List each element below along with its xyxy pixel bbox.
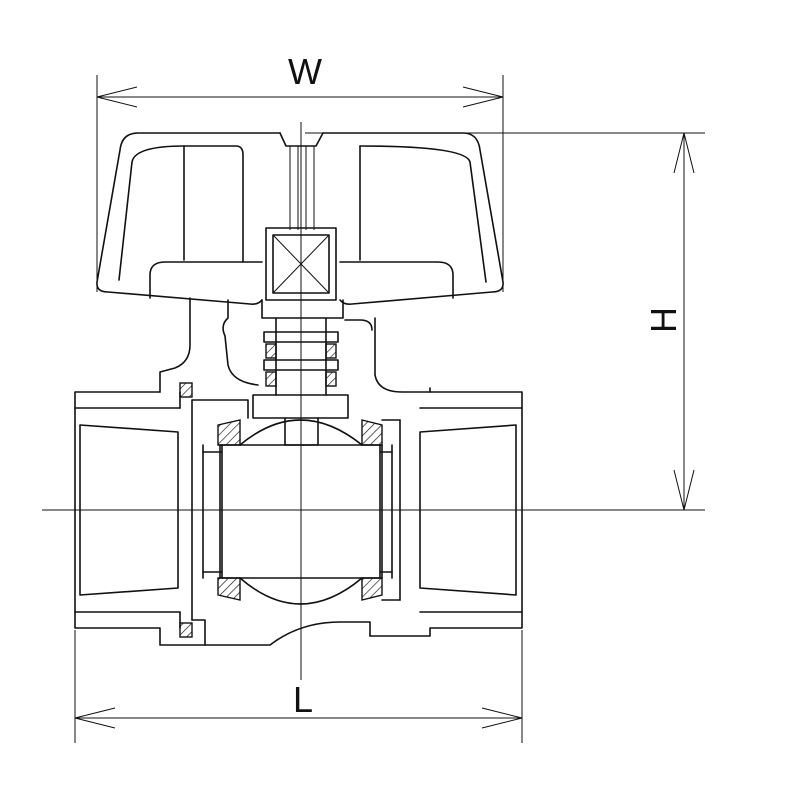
bonnet-left-profile xyxy=(159,297,191,393)
bonnet-right-profile xyxy=(374,317,431,393)
ball-bottom-arc xyxy=(239,577,363,605)
oring-2-right xyxy=(325,371,337,387)
handle xyxy=(96,132,504,305)
body-left-insert xyxy=(191,399,249,646)
body-left-end xyxy=(74,391,206,646)
seat-bottom-left xyxy=(217,577,241,601)
body-left-bore xyxy=(79,424,179,596)
oring-1-right xyxy=(325,343,337,359)
ball-top-arc xyxy=(239,419,363,446)
seat-top-right xyxy=(361,419,383,446)
body-right-thread-lines xyxy=(419,407,523,613)
ball-bore-right xyxy=(379,444,393,579)
seat-top-left xyxy=(217,419,241,446)
bonnet-right-shoulder xyxy=(344,319,373,331)
body-left-seal-bottom xyxy=(179,622,193,638)
stem-shaft xyxy=(275,317,327,396)
h-arrow-top xyxy=(673,132,695,174)
packing-ring-2 xyxy=(263,359,339,371)
dimension-l: L xyxy=(74,630,523,743)
seat-bottom-right xyxy=(361,577,383,601)
ball-bore-outline xyxy=(219,444,383,579)
dimension-w: W xyxy=(96,51,504,292)
dimension-h: H xyxy=(305,132,705,511)
valve-body xyxy=(74,382,523,646)
oring-2-left xyxy=(265,371,277,387)
body-left-thread-lines xyxy=(74,407,181,613)
w-label: W xyxy=(288,51,322,92)
body-right-end xyxy=(369,391,523,637)
handle-stem-notch xyxy=(279,132,324,147)
bonnet-left-inner xyxy=(222,299,259,386)
l-arrow-left xyxy=(74,707,116,729)
handle-right-lower-pad xyxy=(339,261,454,299)
body-right-bore xyxy=(419,424,517,596)
nut-inner xyxy=(272,234,330,294)
nut-cross-2 xyxy=(272,234,330,294)
ball-bore-left-ticks xyxy=(202,451,223,573)
handle-left-wing-outer xyxy=(96,132,281,305)
oring-1-left xyxy=(265,343,277,359)
handle-left-inner-outline xyxy=(183,145,244,263)
h-label: H xyxy=(643,307,684,333)
stem-collar xyxy=(261,299,344,319)
bonnet xyxy=(159,297,431,393)
l-arrow-right xyxy=(481,707,523,729)
w-arrow-right xyxy=(462,86,504,108)
body-left-seal-top xyxy=(179,382,193,398)
stem-nut xyxy=(265,227,337,301)
w-arrow-left xyxy=(96,86,138,108)
handle-right-wing-outer xyxy=(322,132,504,305)
handle-left-lower-pad xyxy=(149,261,263,299)
nut-outer xyxy=(265,227,337,301)
handle-right-inner-curve xyxy=(359,145,487,283)
body-bottom-profile xyxy=(204,621,371,646)
handle-left-inner-curve xyxy=(118,145,185,281)
l-label: L xyxy=(293,679,313,720)
packing-ring-1 xyxy=(263,331,339,343)
ball-bore-left xyxy=(202,444,223,579)
ball-bore-right-ticks xyxy=(379,451,393,573)
body-right-insert-lip xyxy=(381,419,401,601)
stem-packing xyxy=(252,299,349,446)
ball-assembly xyxy=(202,419,393,605)
stem-flange xyxy=(252,394,349,419)
